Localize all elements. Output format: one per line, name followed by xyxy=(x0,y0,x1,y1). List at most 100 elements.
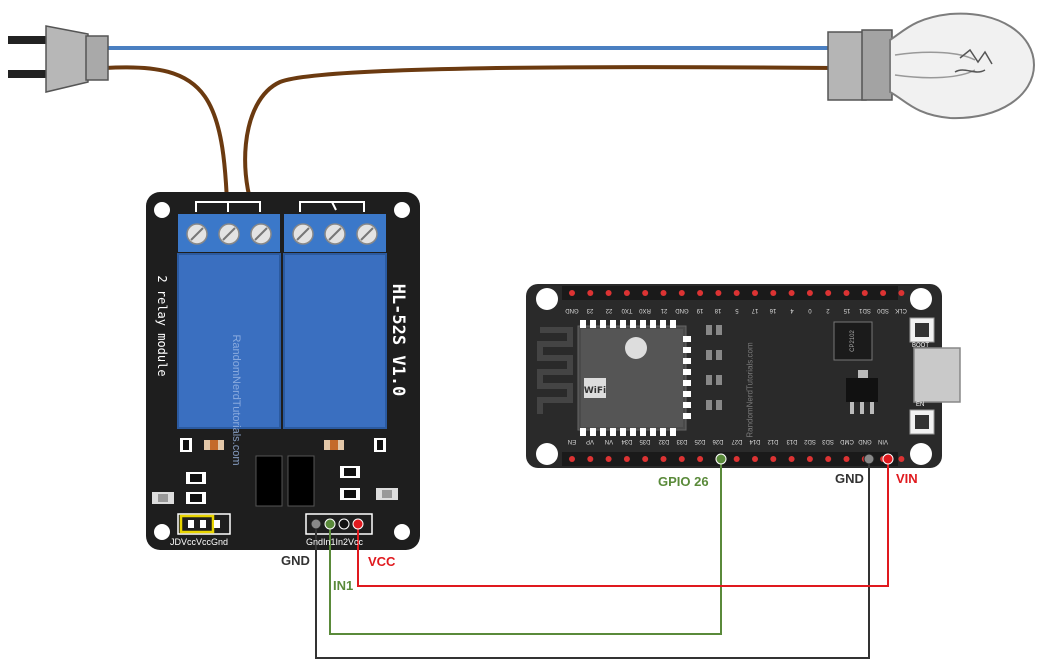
header-pin xyxy=(605,456,612,462)
mount-hole xyxy=(154,202,170,218)
esp32-pin-label: D26 xyxy=(712,438,724,444)
esp32-pin-label: D32 xyxy=(657,438,670,444)
esp32-pin-label: RX0 xyxy=(639,307,652,313)
header-pin xyxy=(843,290,850,296)
relay-subtitle: 2 relay module xyxy=(155,275,169,377)
relay-2 xyxy=(283,253,387,429)
vin-label: VIN xyxy=(896,471,918,486)
header-pin xyxy=(697,456,704,462)
esp32-pin-label: GND xyxy=(858,438,872,444)
esp32-pin-label: TX0 xyxy=(621,307,633,313)
esp32-pin-label: 21 xyxy=(660,307,667,313)
input-pin-label: GndIn1In2Vcc xyxy=(306,537,364,547)
esp32-pin-label: SD3 xyxy=(822,438,835,444)
header-pin xyxy=(825,456,832,462)
header-pin xyxy=(642,290,649,296)
header-pin xyxy=(898,456,905,462)
esp32-pin-label: 23 xyxy=(586,307,594,313)
header-pin xyxy=(898,290,905,296)
esp32-pin-label: 19 xyxy=(696,307,704,313)
in1-label: IN1 xyxy=(333,578,354,593)
header-pin xyxy=(806,456,813,462)
esp32-pin-label: D34 xyxy=(621,438,633,444)
esp32-pin-label: 16 xyxy=(769,307,777,313)
in1-wire xyxy=(329,459,722,635)
relay-title: HL-52S V1.0 xyxy=(388,283,408,397)
header-pin xyxy=(733,290,740,296)
esp32-pin-label: 17 xyxy=(751,307,759,313)
header-pin xyxy=(770,290,777,296)
header-pin xyxy=(678,290,685,296)
relay-vcc-pin xyxy=(352,518,364,530)
header-pin xyxy=(660,290,667,296)
esp32-pin-label: VIN xyxy=(878,438,889,444)
esp32-pin-label: 0 xyxy=(808,307,812,313)
header-pin xyxy=(825,290,832,296)
gnd-relay-label: GND xyxy=(281,553,310,568)
mount-hole xyxy=(536,443,558,465)
header-pin xyxy=(715,290,722,296)
header-pin xyxy=(697,290,704,296)
esp32-pin-label: 15 xyxy=(843,307,850,313)
esp32-pin-label: 22 xyxy=(605,307,612,313)
esp32-pin-label: D14 xyxy=(749,438,761,444)
esp32-pin-label: SD1 xyxy=(858,307,871,313)
esp32-pin-label: GND xyxy=(565,307,579,313)
svg-text:WiFi: WiFi xyxy=(584,386,606,396)
header-pin xyxy=(587,456,594,462)
header-pin xyxy=(605,290,612,296)
boot-label: BOOT xyxy=(912,343,930,349)
header-pin xyxy=(843,456,850,462)
esp32-pin-label: 5 xyxy=(735,307,739,313)
esp32-pin-label: 18 xyxy=(715,307,722,313)
esp32-pin-label: D33 xyxy=(676,438,688,444)
esp-gpio26-pin xyxy=(715,453,727,465)
optocoupler-2 xyxy=(287,455,315,507)
mains-live-wire-bulb xyxy=(243,65,836,233)
esp32-pin-label: EN xyxy=(567,438,577,444)
relay-gnd-pin xyxy=(310,518,322,530)
header-pin xyxy=(733,456,740,462)
mount-hole xyxy=(910,443,932,465)
esp32-watermark: RandomNerdTutorials.com xyxy=(745,342,755,438)
bottom-pin-header xyxy=(562,452,898,466)
mount-hole xyxy=(394,524,410,540)
esp32-board: WiFi xyxy=(526,284,961,468)
header-pin xyxy=(660,456,667,462)
esp32-pin-label: 2 xyxy=(826,307,830,313)
relay-in2-pin xyxy=(338,518,350,530)
usb-uart-chip xyxy=(833,321,873,361)
header-pin xyxy=(806,290,813,296)
gnd-esp-label: GND xyxy=(835,471,864,486)
gpio26-label: GPIO 26 xyxy=(658,474,709,489)
light-bulb xyxy=(827,12,1036,120)
vcc-label: VCC xyxy=(368,554,396,569)
esp32-pin-label: SD2 xyxy=(804,438,816,444)
header-pin xyxy=(569,456,575,462)
relay-in1-pin xyxy=(324,518,336,530)
esp-gnd-pin xyxy=(863,453,875,465)
jumper-label: JDVccVccGnd xyxy=(170,537,229,547)
header-pin xyxy=(569,290,575,296)
header-pin xyxy=(623,456,630,462)
relay-watermark: RandomNerdTutorials.com xyxy=(230,334,242,466)
esp32-pin-label: D13 xyxy=(786,438,798,444)
header-pin xyxy=(770,456,777,462)
mains-live-wire-plug xyxy=(104,65,230,233)
esp32-pin-label: SD0 xyxy=(877,307,889,313)
esp32-pin-label: D12 xyxy=(767,438,779,444)
header-pin xyxy=(678,456,685,462)
esp32-pin-label: GND xyxy=(675,307,689,313)
optocoupler-1 xyxy=(255,455,283,507)
header-pin xyxy=(788,456,795,462)
esp-vin-pin xyxy=(882,453,894,465)
header-pin xyxy=(623,290,630,296)
esp32-pin-label: VN xyxy=(604,438,613,444)
mains-plug xyxy=(8,25,109,93)
jumper-cap xyxy=(179,514,215,534)
esp32-pin-label: D35 xyxy=(639,438,651,444)
esp32-pin-label: D27 xyxy=(731,438,743,444)
chip-label: CP2102 xyxy=(850,330,856,352)
relay-module xyxy=(146,192,420,550)
gnd-wire xyxy=(315,459,870,659)
